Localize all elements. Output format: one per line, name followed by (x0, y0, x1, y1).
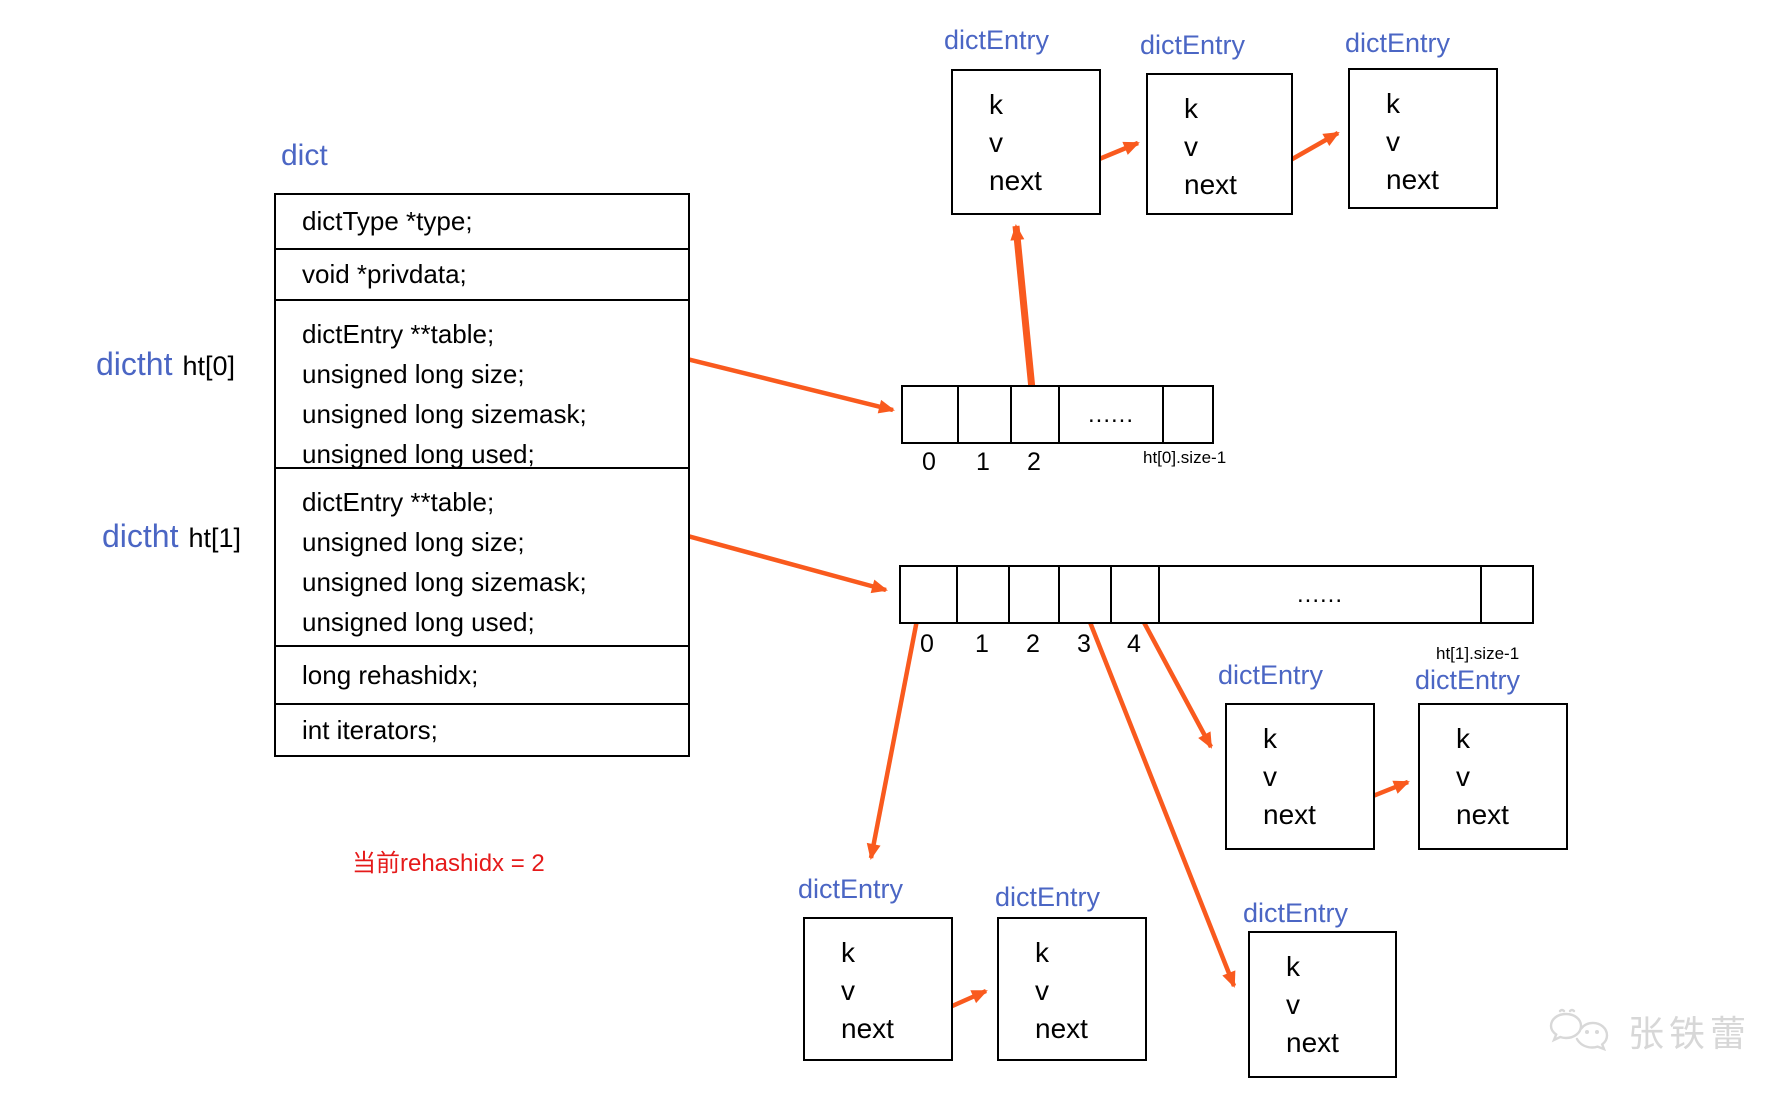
entry-field-v: v (1184, 131, 1198, 162)
ht0-slot-0 (903, 387, 959, 442)
ht0-index-0: 0 (922, 448, 936, 476)
entry-field-next: next (1184, 169, 1237, 200)
sidelabel-ht1: dictht ht[1] (102, 518, 241, 555)
dict-entry-box: k v next (1225, 703, 1375, 850)
arrow-ht1-slot0-to-entry (866, 593, 925, 860)
dict-entry-box: k v next (1348, 68, 1498, 209)
entry-field-next: next (1286, 1027, 1339, 1058)
dict-struct-box: dictType *type; void *privdata; dictEntr… (274, 193, 690, 757)
ht0-index-1: 1 (976, 448, 990, 476)
wechat-icon (1549, 1008, 1609, 1052)
ht1-index-4: 4 (1127, 630, 1141, 658)
struct-row-iterators: int iterators; (302, 714, 438, 745)
dict-entry-box: k v next (803, 917, 953, 1061)
ht0-slot-ellipsis: ...... (1060, 387, 1164, 442)
entry-field-v: v (1286, 989, 1300, 1020)
ht1-slot-last (1482, 567, 1532, 622)
dict-entry-label: dictEntry (995, 882, 1101, 912)
struct-row-ht1: dictEntry **table; unsigned long size; u… (276, 469, 688, 647)
ht1-index-3: 3 (1077, 630, 1091, 658)
entry-field-v: v (989, 127, 1003, 158)
ht1-size-label: ht[1].size-1 (1436, 644, 1520, 663)
dict-entry-box: k v next (1146, 73, 1293, 215)
rehash-annotation: 当前rehashidx = 2 (352, 850, 545, 877)
entry-field-k: k (1456, 723, 1470, 754)
ht1-bucket-array: ...... (899, 565, 1534, 624)
entry-field-v: v (1035, 975, 1049, 1006)
ht1-slot-2 (1010, 567, 1060, 622)
dictht-label: dictht (102, 518, 179, 554)
struct-row-privdata: void *privdata; (276, 250, 688, 301)
struct-row-type: dictType *type; (276, 195, 688, 250)
dict-entry-label: dictEntry (1415, 665, 1521, 695)
entry-field-next: next (989, 165, 1042, 196)
ht1-slot-ellipsis: ...... (1160, 567, 1482, 622)
entry-field-next: next (1263, 799, 1316, 830)
entry-field-k: k (1286, 951, 1300, 982)
ht1-field-table: dictEntry **table; (302, 487, 495, 517)
ht1-index-2: 2 (1026, 630, 1040, 658)
ht0-slot-2 (1012, 387, 1060, 442)
ht1-field-sizemask: unsigned long sizemask; (302, 567, 587, 597)
dict-entry-label: dictEntry (1140, 30, 1246, 60)
ht1-field-size: unsigned long size; (302, 527, 525, 557)
dict-entry-box: k v next (1248, 931, 1397, 1078)
ht0-slot-last (1164, 387, 1212, 442)
watermark: 张铁蕾 (1548, 1002, 1751, 1060)
ht0-field-used: unsigned long used; (302, 439, 535, 469)
entry-field-next: next (1035, 1013, 1088, 1044)
watermark-name: 张铁蕾 (1628, 1013, 1752, 1054)
ht0-label: ht[0] (182, 351, 236, 381)
ht0-slot-1 (959, 387, 1012, 442)
dict-entry-label: dictEntry (1243, 898, 1349, 928)
entry-field-next: next (1386, 164, 1439, 195)
ht1-slot-0 (901, 567, 958, 622)
ht1-slot-4 (1112, 567, 1160, 622)
dict-title: dict (281, 139, 328, 172)
struct-row-ht0: dictEntry **table; unsigned long size; u… (276, 301, 688, 469)
ht1-slot-1 (958, 567, 1010, 622)
dict-entry-label: dictEntry (798, 874, 904, 904)
dict-entry-box: k v next (1418, 703, 1568, 850)
entry-field-k: k (1184, 93, 1198, 124)
dictht-label: dictht (96, 346, 173, 382)
ht0-bucket-array: ...... (901, 385, 1214, 444)
ht1-index-1: 1 (975, 630, 989, 658)
struct-row-rehashidx: long rehashidx; (276, 647, 688, 705)
entry-field-k: k (841, 937, 855, 968)
ht0-field-table: dictEntry **table; (302, 319, 495, 349)
entry-field-v: v (1456, 761, 1470, 792)
ht1-label: ht[1] (188, 523, 242, 553)
entry-field-next: next (1456, 799, 1509, 830)
dict-entry-label: dictEntry (1345, 28, 1451, 58)
ht1-field-used: unsigned long used; (302, 607, 535, 637)
entry-field-next: next (841, 1013, 894, 1044)
dict-entry-label: dictEntry (944, 25, 1050, 55)
ht0-field-sizemask: unsigned long sizemask; (302, 399, 587, 429)
ht0-size-label: ht[0].size-1 (1143, 448, 1227, 467)
ht0-index-2: 2 (1027, 448, 1041, 476)
ht1-slot-3 (1060, 567, 1112, 622)
entry-field-v: v (1263, 761, 1277, 792)
entry-field-k: k (1035, 937, 1049, 968)
entry-field-k: k (1386, 88, 1400, 119)
dict-entry-label: dictEntry (1218, 660, 1324, 690)
sidelabel-ht0: dictht ht[0] (96, 346, 235, 383)
entry-field-k: k (1263, 723, 1277, 754)
dict-entry-box: k v next (997, 917, 1147, 1061)
dict-entry-box: k v next (951, 69, 1101, 215)
entry-field-v: v (1386, 126, 1400, 157)
entry-field-k: k (989, 89, 1003, 120)
ht0-field-size: unsigned long size; (302, 359, 525, 389)
entry-field-v: v (841, 975, 855, 1006)
ht1-index-0: 0 (920, 630, 934, 658)
